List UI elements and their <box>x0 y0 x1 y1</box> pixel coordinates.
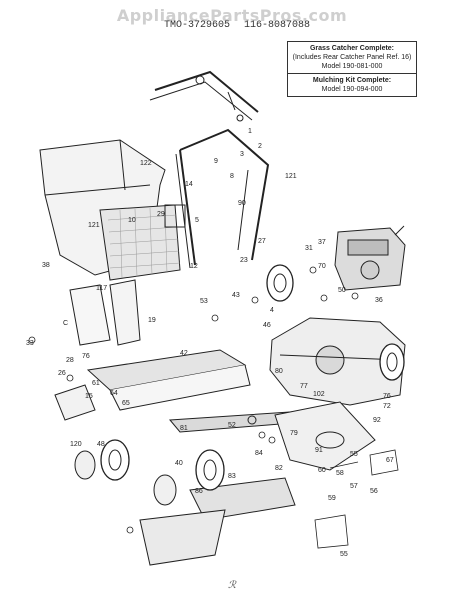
callout-83: 83 <box>228 473 236 480</box>
grass-catcher-note: (Includes Rear Catcher Panel Ref. 16) <box>292 54 412 61</box>
mulching-kit-section: Mulching Kit Complete: Model 190-094-000 <box>288 73 416 96</box>
rear-skirt <box>86 349 251 411</box>
callout-37: 37 <box>318 239 326 246</box>
callout-60: 60 <box>318 467 326 474</box>
callout-56: 56 <box>370 488 378 495</box>
callout-80: 80 <box>275 368 283 375</box>
front-wheel-left <box>100 439 130 481</box>
watermark: AppliancePartsPros.com <box>116 6 348 25</box>
callout-40: 40 <box>175 460 183 467</box>
callout-92: 92 <box>373 417 381 424</box>
hubcap-center <box>153 474 177 506</box>
callout-43: 43 <box>232 292 240 299</box>
axle-bracket <box>54 279 141 421</box>
hubcap-left <box>74 450 96 480</box>
callout-48: 48 <box>97 441 105 448</box>
callout-15: 15 <box>85 393 93 400</box>
callout-76: 76 <box>82 353 90 360</box>
callout-57: 57 <box>350 483 358 490</box>
callout-28: 28 <box>66 357 74 364</box>
parts-info-box: Grass Catcher Complete: (Includes Rear C… <box>287 41 417 97</box>
mulching-kit-title: Mulching Kit Complete: <box>312 77 392 84</box>
callout-77: 77 <box>300 383 308 390</box>
callout-52: 52 <box>228 422 236 429</box>
callout-9: 9 <box>214 158 218 165</box>
callout-10: 10 <box>128 217 136 224</box>
footer-mark: ℛ <box>228 580 236 591</box>
grass-catcher-title: Grass Catcher Complete: <box>309 45 395 52</box>
callout-42: 42 <box>180 350 188 357</box>
callout-90: 90 <box>238 200 246 207</box>
callout-8: 8 <box>230 173 234 180</box>
mower-deck <box>269 317 406 406</box>
mulching-kit-model: Model 190-094-000 <box>321 86 383 93</box>
callout-29: 29 <box>157 211 165 218</box>
callout-59: 59 <box>328 495 336 502</box>
grass-catcher-bag <box>39 139 186 281</box>
callout-102: 102 <box>313 391 325 398</box>
callout-72: 72 <box>383 403 391 410</box>
callout-C: C <box>63 320 68 327</box>
callout-27: 27 <box>258 238 266 245</box>
callout-86: 86 <box>195 488 203 495</box>
callout-82: 82 <box>275 465 283 472</box>
callout-55b: 55 <box>340 551 348 558</box>
callout-58: 58 <box>336 470 344 477</box>
callout-4: 4 <box>270 307 274 314</box>
callout-23: 23 <box>240 257 248 264</box>
callout-122: 122 <box>140 160 152 167</box>
callout-3: 3 <box>240 151 244 158</box>
engine <box>334 225 406 291</box>
callout-1: 1 <box>248 128 252 135</box>
callout-121b: 121 <box>285 173 297 180</box>
front-wheel-center <box>195 449 225 491</box>
callout-53: 53 <box>200 298 208 305</box>
callout-14: 14 <box>185 181 193 188</box>
callout-33: 33 <box>26 340 34 347</box>
callout-120: 120 <box>70 441 82 448</box>
callout-76b: 76 <box>383 393 391 400</box>
callout-91: 91 <box>315 447 323 454</box>
callout-5: 5 <box>195 217 199 224</box>
callout-38: 38 <box>42 262 50 269</box>
callout-26: 26 <box>58 370 66 377</box>
callout-19: 19 <box>148 317 156 324</box>
callout-79: 79 <box>290 430 298 437</box>
discharge-chute <box>274 401 376 471</box>
callout-46: 46 <box>263 322 271 329</box>
callout-70: 70 <box>318 263 326 270</box>
model-number-line: TMO-3729605 116-8087088 <box>164 20 311 31</box>
upper-handle <box>149 70 259 122</box>
rear-wheel-right <box>379 343 405 381</box>
callout-65: 65 <box>122 400 130 407</box>
callout-12: 12 <box>190 263 198 270</box>
small-hardware <box>28 266 399 549</box>
callout-81: 81 <box>180 425 188 432</box>
callout-50: 50 <box>338 287 346 294</box>
callout-labels: 122 10 29 121 38 117 C 33 28 76 26 15 12… <box>26 128 394 558</box>
baffle-plate <box>139 509 226 566</box>
grass-catcher-model: Model 190-081-000 <box>321 63 383 70</box>
callout-36: 36 <box>375 297 383 304</box>
callout-121: 121 <box>88 222 100 229</box>
callout-55: 55 <box>350 451 358 458</box>
callout-31: 31 <box>305 245 313 252</box>
callout-64: 64 <box>110 390 118 397</box>
callout-84: 84 <box>255 450 263 457</box>
callout-61: 61 <box>92 380 100 387</box>
callout-117: 117 <box>96 285 107 292</box>
callout-67: 67 <box>386 457 394 464</box>
lower-handle <box>175 128 270 269</box>
callout-2: 2 <box>258 143 262 150</box>
grass-catcher-section: Grass Catcher Complete: (Includes Rear C… <box>288 42 416 73</box>
rear-wheel-upper <box>266 264 294 302</box>
